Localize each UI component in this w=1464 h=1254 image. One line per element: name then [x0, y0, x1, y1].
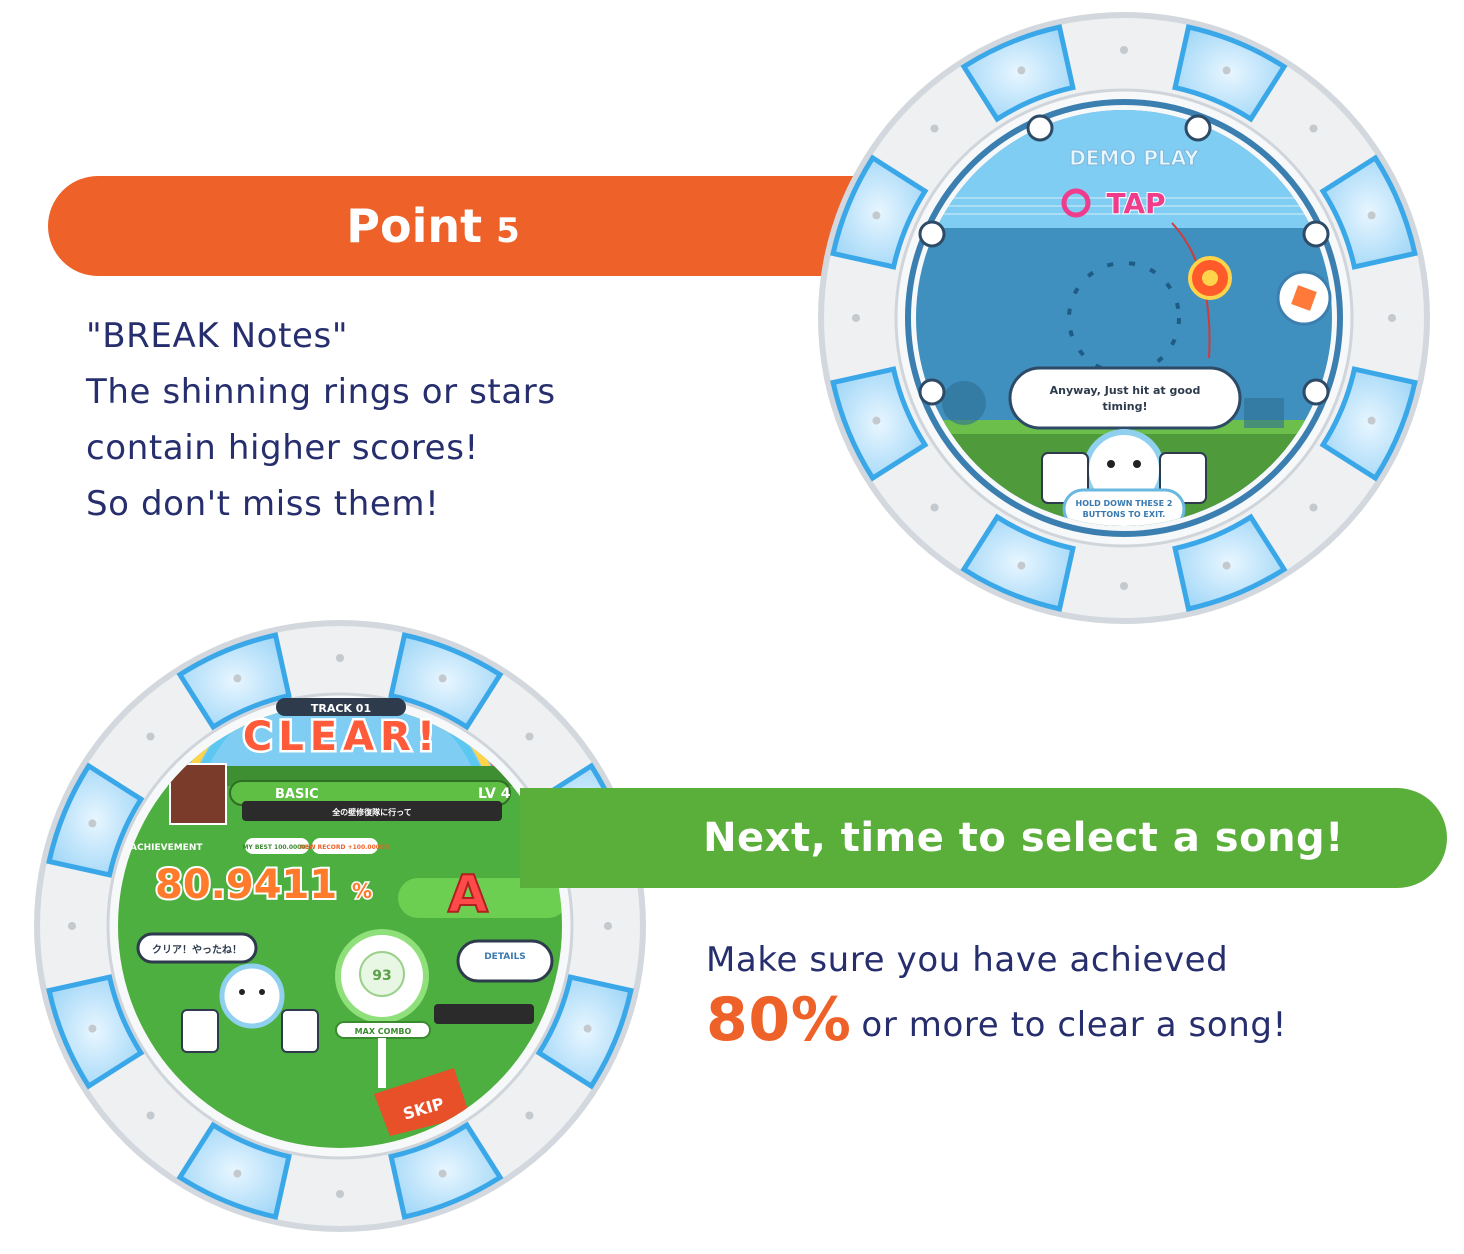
demo-title: DEMO PLAY — [1069, 146, 1199, 170]
cabinet-screw — [1309, 124, 1318, 133]
result-speech: クリア！やったね！ — [152, 944, 242, 956]
cabinet-screw — [1367, 416, 1376, 425]
cabinet-button-5[interactable] — [176, 1121, 292, 1220]
svg-text:BUTTONS TO EXIT.: BUTTONS TO EXIT. — [1083, 510, 1166, 519]
break-notes-line-4: So don't miss them! — [86, 484, 440, 524]
result-difficulty: BASIC — [275, 787, 319, 802]
new-record: NEW RECORD +100.0000% — [300, 844, 390, 851]
cabinet-screw — [1222, 561, 1231, 570]
my-best: MY BEST 100.0000% — [242, 844, 311, 851]
tap-label: TAP — [1106, 187, 1165, 220]
cabinet-screw — [872, 211, 881, 220]
demo-speech-line2: timing! — [1103, 400, 1148, 413]
cabinet-screw — [852, 314, 860, 322]
break-notes-line-1: "BREAK Notes" — [86, 316, 349, 356]
demo-play-cabinet: Anyway, Just hit at good timing! HOLD DO… — [814, 8, 1434, 628]
cabinet-screw — [1017, 561, 1026, 570]
cabinet-screw — [930, 503, 939, 512]
cabinet-button-8[interactable] — [960, 24, 1076, 123]
cabinet-button-1[interactable] — [388, 632, 504, 731]
cabinet-button-4[interactable] — [1172, 513, 1288, 612]
achievement-percent: % — [352, 879, 372, 903]
result-level: LV 4 — [478, 786, 511, 802]
tap-label-group: TAP — [1061, 186, 1167, 221]
cabinet-screw — [1120, 46, 1128, 54]
demo-speech: Anyway, Just hit at good — [1050, 384, 1201, 397]
cabinet-button-6[interactable] — [46, 974, 145, 1090]
cabinet-screw — [233, 674, 242, 683]
demo-screen: Anyway, Just hit at good timing! HOLD DO… — [916, 110, 1332, 526]
point-banner-text: Point 5 — [48, 199, 818, 253]
track-label: TRACK 01 — [311, 702, 371, 715]
cabinet-screw — [336, 654, 344, 662]
cabinet-screw — [233, 1169, 242, 1178]
clear-requirement-description: Make sure you have achieved 80%or more t… — [706, 930, 1287, 1055]
cabinet-screw — [146, 732, 155, 741]
details-label: DETAILS — [484, 952, 526, 962]
cabinet-screw — [1017, 66, 1026, 75]
next-banner: Next, time to select a song! — [520, 788, 1447, 888]
cabinet-button-3[interactable] — [1319, 366, 1418, 482]
cabinet-button-3[interactable] — [535, 974, 634, 1090]
break-notes-line-2: The shinning rings or stars — [86, 372, 556, 412]
cabinet-screw — [604, 922, 612, 930]
details-button[interactable] — [456, 939, 554, 983]
cabinet-screw — [1120, 582, 1128, 590]
cabinet-button-7[interactable] — [830, 154, 929, 270]
result-song-title: 全の壁修復隊に行って — [331, 807, 412, 817]
cabinet-button-6[interactable] — [830, 366, 929, 482]
cabinet-screw — [146, 1111, 155, 1120]
cabinet-button-7[interactable] — [46, 762, 145, 878]
achievement-value: 80.9411 — [155, 862, 337, 908]
sensor-rings — [918, 114, 1330, 406]
achievement-label: ACHIEVEMENT — [130, 843, 203, 853]
cabinet-screw — [1367, 211, 1376, 220]
cabinet-screw — [1222, 66, 1231, 75]
max-combo-label: MAX COMBO — [355, 1027, 412, 1036]
result-cabinet: BASIC LV 4 全の壁修復隊に行って ACHIEVEMENT MY BES… — [30, 616, 650, 1236]
cabinet-screw — [583, 1024, 592, 1033]
cabinet-screw — [872, 416, 881, 425]
cabinet-screw — [1388, 314, 1396, 322]
clear-requirement-line-2: 80%or more to clear a song! — [706, 990, 1287, 1055]
point-number: 5 — [496, 211, 520, 251]
point-label: Point — [346, 199, 483, 253]
cabinet-screw — [438, 674, 447, 683]
break-notes-line-3: contain higher scores! — [86, 428, 479, 468]
demo-exit-hint: HOLD DOWN THESE 2 — [1076, 499, 1173, 508]
clear-requirement-line-2-text: or more to clear a song! — [861, 1005, 1287, 1045]
cabinet-buttons — [46, 632, 634, 1220]
cabinet-screw — [438, 1169, 447, 1178]
break-notes-description: "BREAK Notes" The shinning rings or star… — [86, 308, 556, 532]
cabinet-screw — [88, 1024, 97, 1033]
cabinet-screw — [525, 1111, 534, 1120]
cabinet-button-8[interactable] — [176, 632, 292, 731]
cabinet-button-2[interactable] — [1319, 154, 1418, 270]
cabinet-screw — [930, 124, 939, 133]
clear-percent: 80% — [706, 985, 852, 1055]
cabinet-button-5[interactable] — [960, 513, 1076, 612]
rank-letter: A — [448, 865, 488, 925]
clear-requirement-line-1: Make sure you have achieved — [706, 940, 1229, 980]
point-banner: Point 5 — [48, 176, 948, 276]
cabinet-screw — [336, 1190, 344, 1198]
max-combo-value: 93 — [372, 968, 391, 984]
cabinet-buttons — [830, 24, 1418, 612]
cabinet-screw — [88, 819, 97, 828]
cabinet-button-1[interactable] — [1172, 24, 1288, 123]
cabinet-screw — [68, 922, 76, 930]
clear-label: CLEAR! — [243, 714, 441, 760]
next-banner-label: Next, time to select a song! — [703, 815, 1344, 861]
cabinet-screw — [525, 732, 534, 741]
cabinet-screw — [1309, 503, 1318, 512]
cabinet-button-4[interactable] — [388, 1121, 504, 1220]
